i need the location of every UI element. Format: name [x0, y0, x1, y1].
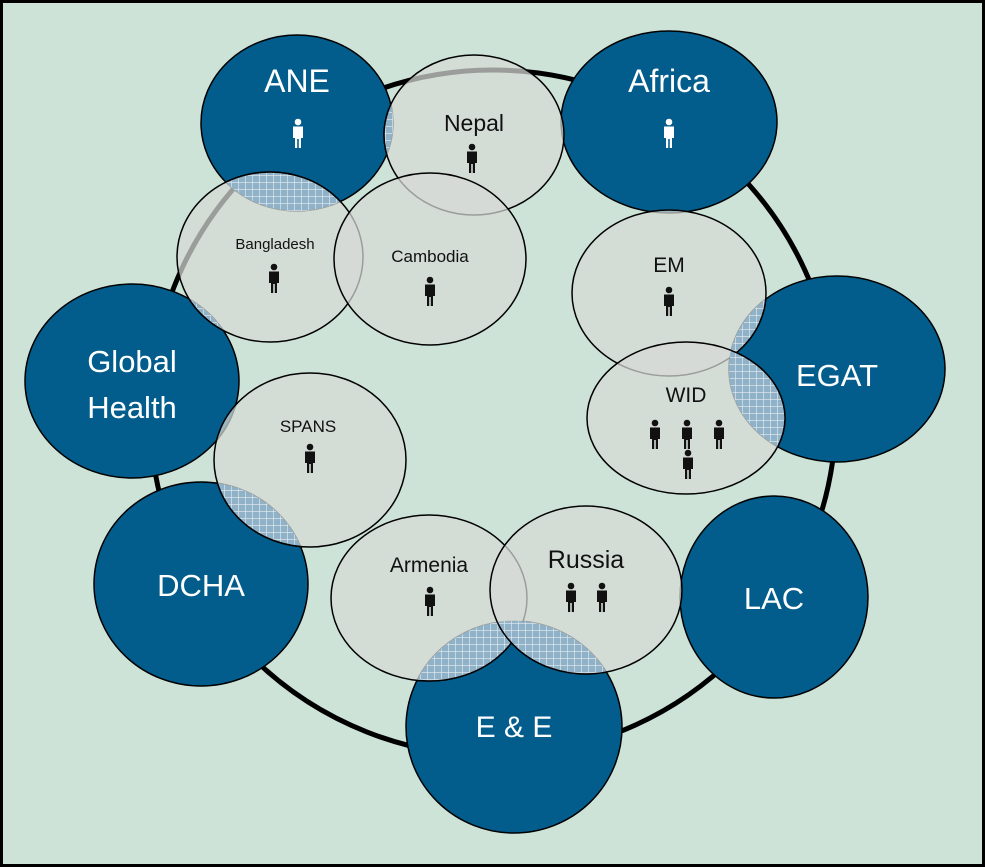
bureau-label-global-health: Global: [87, 344, 177, 379]
unit-label-bangladesh: Bangladesh: [235, 236, 314, 253]
overlap-armenia-ee: [406, 621, 527, 681]
overlap-spans-dcha: [214, 482, 308, 547]
unit-label-em: EM: [653, 254, 685, 277]
bureau-label-dcha: DCHA: [157, 568, 245, 603]
overlap-outline: [201, 171, 364, 211]
unit-label-cambodia: Cambodia: [391, 247, 469, 266]
unit-circle-cambodia: [333, 172, 527, 346]
bureau-circle-global-health: [24, 283, 240, 479]
bureau-label-ee: E & E: [476, 711, 553, 744]
overlap-outline: [729, 341, 786, 462]
bureau-label-lac: LAC: [744, 581, 804, 616]
unit-label-wid: WID: [666, 384, 707, 407]
overlap-russia-ee: [490, 621, 622, 674]
overlap-outline: [383, 54, 393, 211]
bureau-label-global-health: Health: [87, 390, 177, 425]
unit-label-armenia: Armenia: [390, 554, 469, 577]
bureau-label-ane: ANE: [264, 63, 330, 99]
unit-label-nepal: Nepal: [444, 110, 504, 136]
bureau-label-egat: EGAT: [796, 358, 878, 393]
unit-label-spans: SPANS: [280, 417, 336, 436]
overlap-outline: [489, 621, 622, 675]
bureau-circle-dcha: [93, 481, 309, 687]
bureau-label-africa: Africa: [628, 63, 710, 99]
unit-label-russia: Russia: [548, 546, 625, 574]
overlap-outline: [406, 621, 528, 682]
